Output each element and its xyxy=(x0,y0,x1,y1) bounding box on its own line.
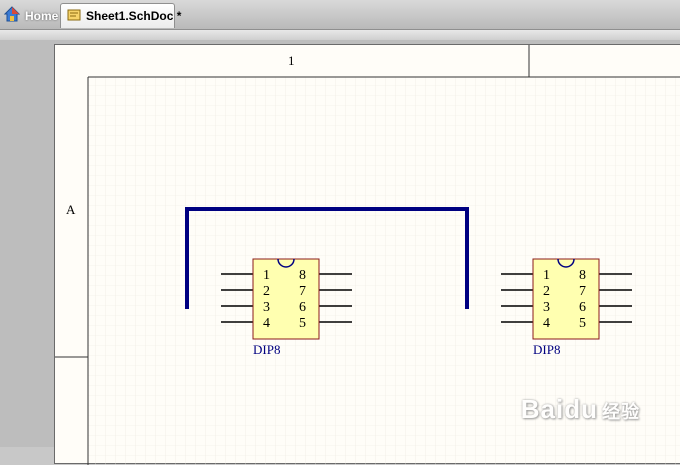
pin-number: 4 xyxy=(263,316,270,331)
editor-top-strip xyxy=(0,30,680,40)
tab-sheet1-schdoc[interactable]: Sheet1.SchDoc * xyxy=(60,3,181,28)
pin-number: 2 xyxy=(263,284,270,299)
sheet-row-zone-label: A xyxy=(66,202,76,217)
component-body xyxy=(532,258,600,340)
pin-number: 1 xyxy=(263,268,270,283)
pin-number: 8 xyxy=(579,268,586,283)
schematic-canvas[interactable]: 1 2 3 4 8 7 6 5 DIP8 xyxy=(55,45,680,465)
component-designator[interactable]: DIP8 xyxy=(253,342,280,357)
pin-number: 7 xyxy=(299,284,306,299)
sheet-column-zone-label: 1 xyxy=(288,53,295,68)
tab-home-label: Home xyxy=(25,8,59,23)
pin1-notch xyxy=(277,258,295,268)
pin-number: 5 xyxy=(579,316,586,331)
component-dip8-1[interactable]: 1 2 3 4 8 7 6 5 DIP8 xyxy=(221,258,352,357)
wire[interactable] xyxy=(185,207,469,309)
component-body xyxy=(252,258,320,340)
tab-sheet1-label: Sheet1.SchDoc * xyxy=(86,9,182,23)
schematic-sheet[interactable]: 1 2 3 4 8 7 6 5 DIP8 xyxy=(54,44,680,465)
pins-right xyxy=(599,273,632,323)
pin-number: 6 xyxy=(299,300,306,315)
pin-number: 8 xyxy=(299,268,306,283)
schdoc-icon xyxy=(67,8,81,25)
pin-number: 3 xyxy=(263,300,270,315)
component-dip8-2[interactable]: 1 2 3 4 8 7 6 5 DIP8 xyxy=(501,258,632,357)
pin1-notch xyxy=(557,258,575,268)
home-icon xyxy=(3,6,21,25)
pins-right xyxy=(319,273,352,323)
pin-number: 7 xyxy=(579,284,586,299)
pins-left xyxy=(221,273,253,323)
pin-number: 1 xyxy=(543,268,550,283)
document-tab-bar: Home Sheet1.SchDoc * xyxy=(0,0,680,30)
tab-home[interactable]: Home xyxy=(0,3,60,28)
pin-number: 5 xyxy=(299,316,306,331)
pin-number: 6 xyxy=(579,300,586,315)
pin-number: 4 xyxy=(543,316,550,331)
schematic-editor[interactable]: 1 2 3 4 8 7 6 5 DIP8 xyxy=(0,30,680,465)
pin-number: 2 xyxy=(543,284,550,299)
pins-left xyxy=(501,273,533,323)
component-designator[interactable]: DIP8 xyxy=(533,342,560,357)
pin-number: 3 xyxy=(543,300,550,315)
